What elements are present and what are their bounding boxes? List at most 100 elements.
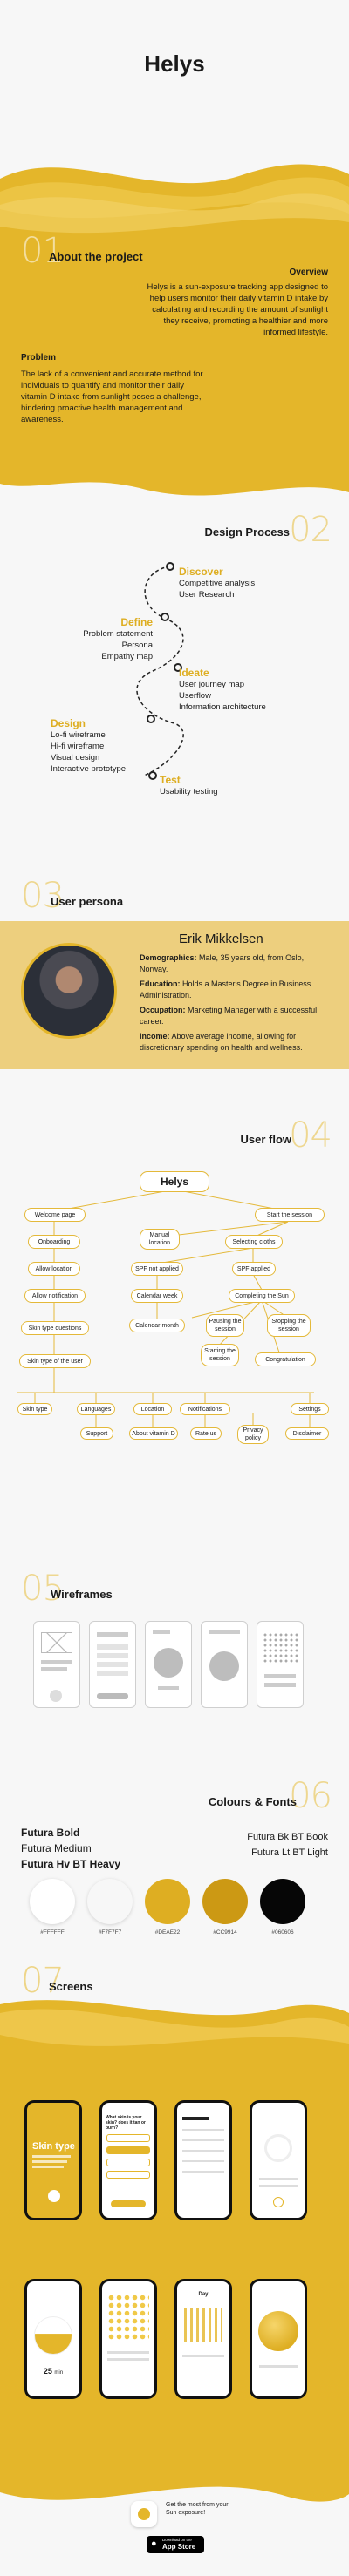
section-number: 03 [21, 876, 65, 916]
flow-about-vitd: About vitamin D [129, 1427, 178, 1440]
flow-settings: Settings [291, 1403, 329, 1415]
flow-spf: SPF applied [232, 1262, 276, 1276]
continue-button[interactable] [111, 2200, 146, 2207]
color-swatch [87, 1879, 133, 1924]
flow-skin-type: Skin type [17, 1403, 52, 1415]
flow-skin-user: Skin type of the user [19, 1354, 91, 1368]
flow-privacy: Privacy policy [237, 1425, 269, 1444]
flow-pausing: Pausing the session [206, 1314, 244, 1337]
process-node [174, 663, 182, 672]
option[interactable] [106, 2134, 150, 2142]
section-number: 06 [289, 1776, 332, 1816]
flow-onboarding: Onboarding [28, 1235, 80, 1249]
wireframe-screen [33, 1621, 80, 1708]
flow-allow-location: Allow location [28, 1262, 80, 1276]
screen-calendar [99, 2279, 157, 2399]
screen-title: Skin type [32, 2141, 75, 2152]
wireframe-screen [89, 1621, 136, 1708]
screen-question: What skin is your skin? does it tan or b… [99, 2100, 157, 2220]
color-swatch-label: #060606 [271, 1929, 294, 1935]
process-step-design: Design Lo-fi wireframe Hi-fi wireframe V… [51, 717, 126, 775]
persona-field: Income: Above average income, allowing f… [140, 1032, 303, 1052]
question-text: What skin is your skin? does it tan or b… [106, 2115, 146, 2131]
process-node [148, 771, 157, 780]
flow-location: Location [133, 1403, 172, 1415]
flow-welcome: Welcome page [24, 1208, 86, 1222]
flow-starting: Starting the session [201, 1344, 239, 1366]
option[interactable] [106, 2171, 150, 2179]
option[interactable] [106, 2146, 150, 2154]
screens-background [0, 2000, 349, 2576]
about-section: 01 About the project Overview Helys is a… [0, 144, 349, 510]
process-node [147, 715, 155, 723]
screens-section: 07 Screens Skin type What skin is your s… [0, 1961, 349, 2576]
overview-text: Helys is a sun-exposure tracking app des… [147, 282, 328, 337]
section-title: User persona [51, 895, 124, 908]
font-sample: Futura Lt BT Light [251, 1847, 328, 1858]
flow-clothes: Selecting cloths [225, 1235, 283, 1249]
wireframe-screen [257, 1621, 304, 1708]
section-number: 07 [21, 1961, 65, 2001]
process-step-discover: Discover Competitive analysis User Resea… [179, 566, 255, 600]
screen-day: Day [174, 2279, 232, 2399]
wireframe-screen [145, 1621, 192, 1708]
next-button[interactable] [48, 2190, 60, 2202]
font-sample: Futura Hv BT Heavy [21, 1858, 121, 1870]
section-title: Wireframes [51, 1588, 113, 1601]
color-swatch-label: #FFFFFF [40, 1929, 65, 1935]
step-item: Visual design [51, 753, 100, 763]
wireframe-screen [201, 1621, 248, 1708]
flow-congratulation: Congratulation [255, 1352, 316, 1366]
flow-languages: Languages [77, 1403, 115, 1415]
flow-stopping: Stopping the session [267, 1314, 311, 1337]
design-process-section: 02 Design Process Discover Competitive a… [0, 510, 349, 902]
screen-settings [174, 2100, 232, 2220]
wireframes-section: 05 Wireframes [0, 1569, 349, 1769]
screen-progress-left: 25 min [24, 2279, 82, 2399]
section-title: Screens [49, 1980, 93, 1993]
flow-connectors [17, 1189, 314, 1427]
color-swatch [145, 1879, 190, 1924]
timer-value: 25 min [43, 2367, 64, 2376]
color-swatch [30, 1879, 75, 1924]
step-item: Persona [121, 641, 153, 650]
flow-calendar-week: Calendar week [131, 1289, 183, 1303]
flow-spf-not: SPF not applied [131, 1262, 183, 1276]
flow-support: Support [80, 1427, 113, 1440]
process-node [166, 562, 174, 571]
flow-root: Helys [140, 1171, 209, 1192]
option[interactable] [106, 2159, 150, 2166]
flow-disclaimer: Disclaimer [285, 1427, 329, 1440]
step-item: User Research [179, 590, 235, 600]
step-item: Competitive analysis [179, 579, 256, 588]
step-name: Discover [179, 566, 223, 578]
section-number: 05 [21, 1569, 65, 1609]
step-item: Empathy map [101, 652, 153, 661]
step-item: Hi-fi wireframe [51, 742, 105, 751]
font-sample: Futura Bold [21, 1827, 80, 1839]
persona-field: Demographics: Male, 35 years old, from O… [140, 953, 305, 973]
problem-text: The lack of a convenient and accurate me… [21, 369, 203, 424]
play-button[interactable] [273, 2197, 284, 2207]
day-label: Day [198, 2292, 209, 2297]
font-sample: Futura Medium [21, 1842, 92, 1854]
step-name: Define [120, 616, 153, 628]
flow-allow-notification: Allow notification [24, 1289, 86, 1303]
step-name: Design [51, 717, 86, 729]
flow-skin-questions: Skin type questions [21, 1321, 89, 1335]
font-sample: Futura Bk BT Book [247, 1832, 328, 1842]
flow-notifications: Notifications [180, 1403, 230, 1415]
page-title: Helys [144, 51, 205, 77]
section-number: 01 [21, 231, 65, 271]
step-item: Lo-fi wireframe [51, 730, 106, 740]
flow-completing: Completing the Sun [229, 1289, 295, 1303]
app-store-button[interactable]: ● Download on the App Store [147, 2536, 204, 2553]
persona-name: Erik Mikkelsen [179, 932, 263, 946]
persona-field: Occupation: Marketing Manager with a suc… [140, 1006, 318, 1026]
screen-timer-start [250, 2100, 307, 2220]
step-item: Problem statement [83, 629, 153, 639]
persona-card: Erik Mikkelsen Demographics: Male, 35 ye… [0, 921, 349, 1069]
step-item: Interactive prototype [51, 764, 127, 774]
persona-details: Demographics: Male, 35 years old, from O… [140, 952, 332, 1054]
flow-start: Start the session [255, 1208, 325, 1222]
